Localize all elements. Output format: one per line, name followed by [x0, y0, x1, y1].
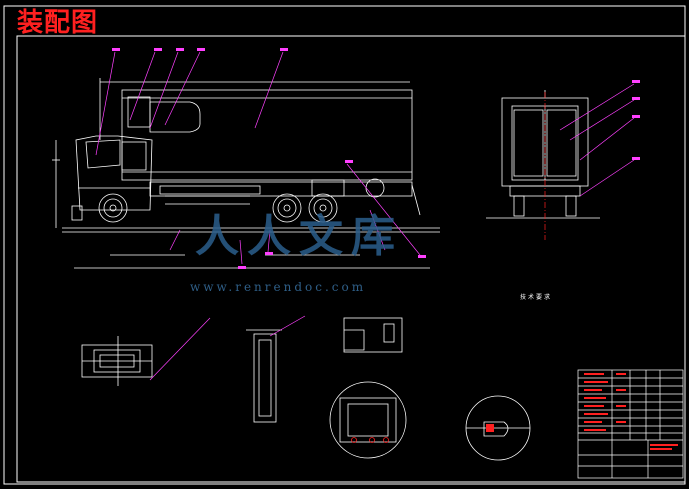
- detail-view-4: [329, 381, 407, 459]
- balloons-rear: [632, 80, 640, 160]
- detail-4-bolts: [351, 437, 389, 443]
- leader-lines-rear: [559, 83, 635, 197]
- detail-view-2: [246, 329, 282, 423]
- title-block-red-marks: [584, 373, 678, 450]
- title-block: [577, 369, 684, 479]
- front-wheel: [98, 193, 128, 223]
- drawing-title: 装配图: [17, 8, 99, 38]
- detail-view-3: [343, 317, 403, 353]
- leader-lines-side: [95, 51, 421, 265]
- detail-view-5: [465, 395, 531, 461]
- detail-2-leader: [269, 315, 306, 337]
- watermark-url: www.renrendoc.com: [190, 280, 367, 294]
- detail-5-fill: [486, 424, 494, 432]
- inner-frame: [16, 35, 686, 483]
- balloons-side: [112, 48, 426, 269]
- watermark-logo: 人人文库: [195, 211, 403, 262]
- detail-view-1: [81, 336, 153, 386]
- truck-rear-view: [486, 90, 600, 219]
- detail-1-leader: [149, 317, 211, 381]
- rear-wheel-1: [272, 193, 302, 223]
- technical-requirements-heading: 技术要求: [520, 294, 553, 301]
- rear-wheel-2: [308, 193, 338, 223]
